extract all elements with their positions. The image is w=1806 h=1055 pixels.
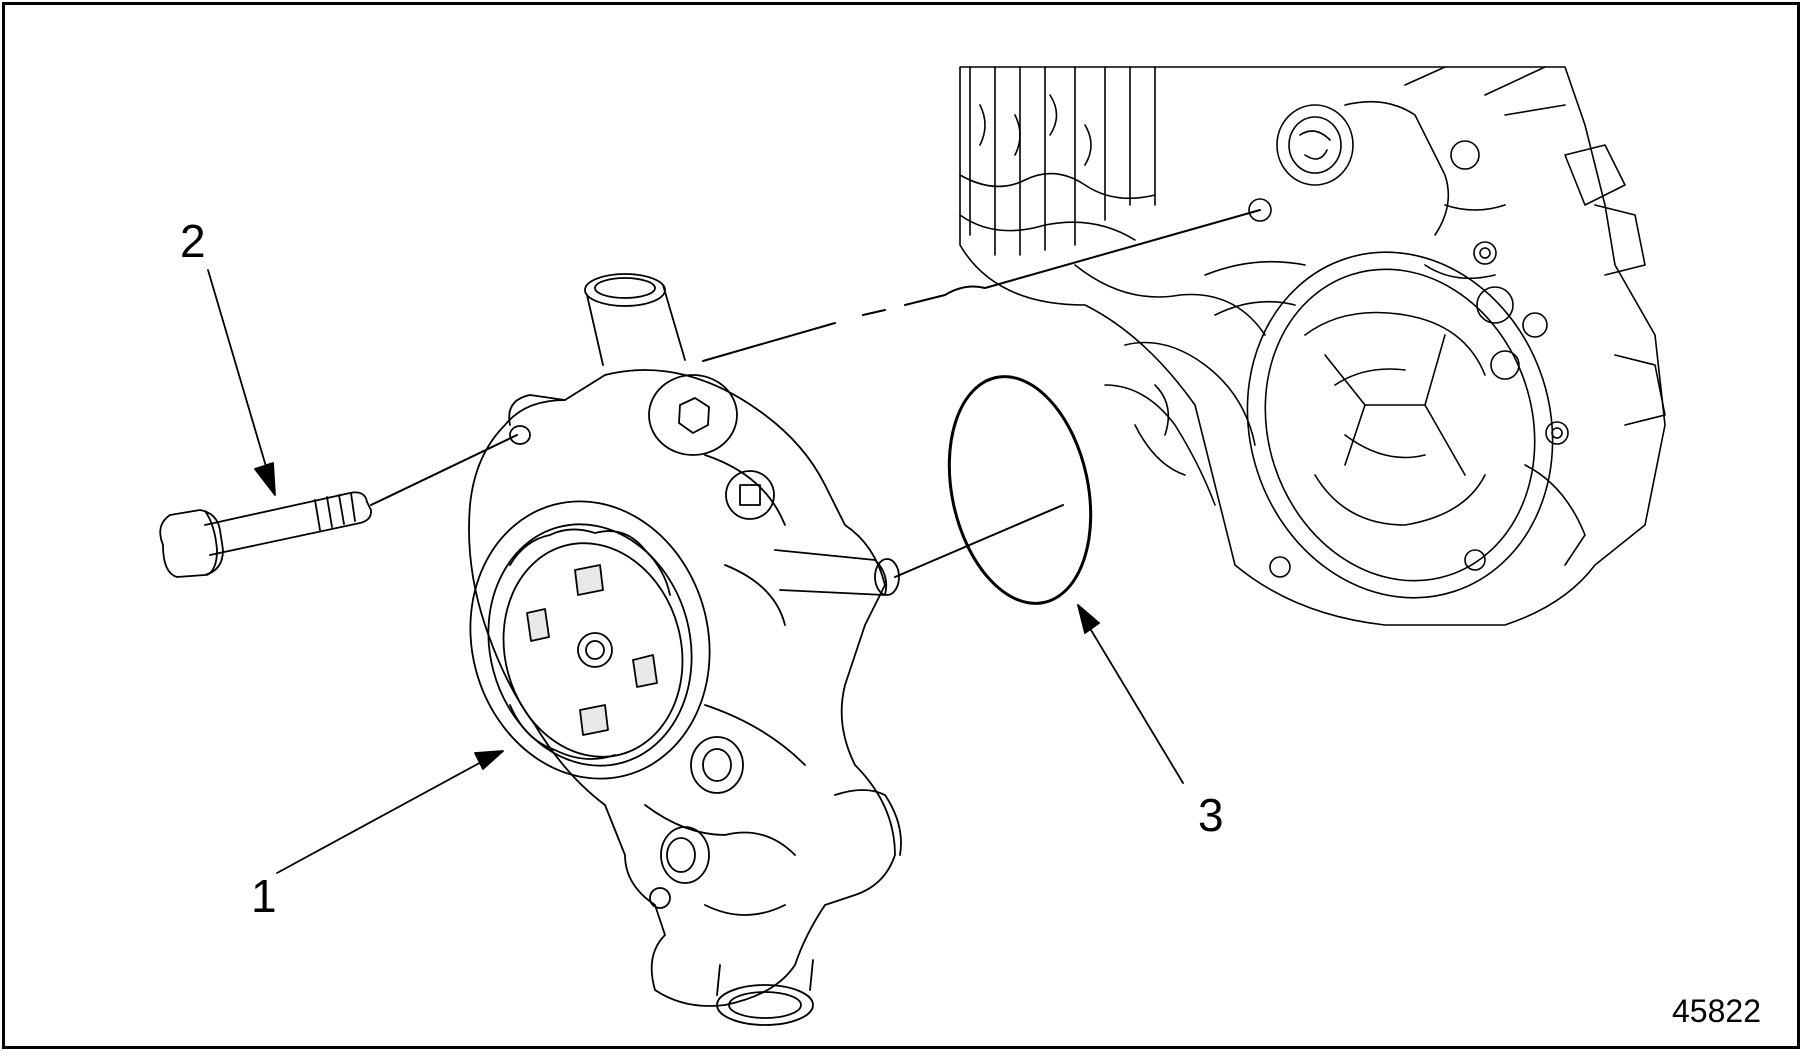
callout-1-label: 1	[251, 870, 277, 922]
alignment-lines	[370, 209, 1261, 578]
exploded-view-drawing	[159, 66, 1666, 1026]
engine-front-cover	[959, 66, 1666, 626]
o-ring-seal	[947, 375, 1093, 605]
mounting-bolt	[159, 491, 372, 578]
callout-3-label: 3	[1198, 789, 1224, 841]
callout-2-label: 2	[180, 215, 206, 267]
leader-lines	[207, 269, 1184, 874]
figure-number: 45822	[1672, 993, 1761, 1029]
water-pump-assembly	[468, 273, 902, 1026]
